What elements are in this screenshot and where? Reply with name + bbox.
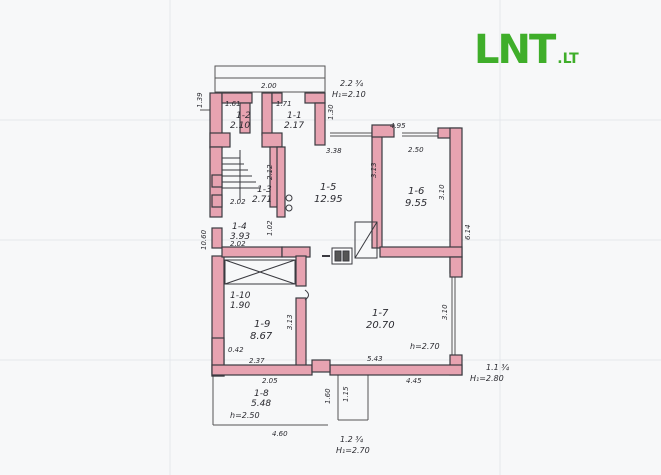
dimension-label: 2.02	[230, 198, 246, 206]
logo-suffix: .LT	[557, 51, 579, 67]
room-area-1-6: 9.55	[405, 198, 427, 209]
room-label-1-6: 1-6	[408, 186, 424, 197]
room-label-1-3: 1-3	[257, 185, 272, 195]
room-area-1-9: 8.67	[250, 331, 273, 342]
dimension-label: 1.71	[276, 100, 292, 108]
dimension-label: 3.13	[286, 314, 294, 330]
dimension-label: 10.60	[200, 229, 208, 250]
porch-label: 2.2 ¾	[340, 79, 363, 88]
dimension-label: 2.12	[266, 164, 274, 180]
dimension-label: 3.10	[438, 184, 446, 200]
fixtures	[222, 150, 378, 301]
ceiling-height: h=2.50	[230, 411, 260, 420]
dimension-label: 2.02	[230, 240, 246, 248]
dimension-label: 1.60	[324, 388, 332, 404]
porch-height: H₁=2.70	[336, 446, 370, 455]
dimension-label: 2.00	[261, 82, 277, 90]
room-label-1-7: 1-7	[372, 308, 389, 319]
room-label-1-8: 1-8	[254, 389, 269, 399]
dimension-label: 3.13	[370, 162, 378, 178]
dimension-label: 6.14	[464, 224, 472, 240]
room-area-1-7: 20.70	[366, 320, 395, 331]
dimension-label: 3.38	[326, 147, 342, 155]
room-area-1-1: 2.17	[284, 121, 304, 131]
dimension-label: 1.30	[327, 104, 335, 120]
room-label-1-10: 1-10	[230, 291, 251, 301]
room-label-1-2: 1-2	[236, 111, 251, 121]
room-labels: 1-2 2.10 1-1 2.17 1-3 2.71 1-4 3.93 1-5 …	[230, 111, 427, 409]
room-label-1-9: 1-9	[254, 319, 270, 330]
porch-height: H₁=2.10	[332, 90, 366, 99]
dimension-label: 2.05	[262, 377, 278, 385]
dimension-label: 0.42	[228, 346, 244, 354]
dimension-label: 1.39	[196, 92, 204, 108]
room-label-1-4: 1-4	[232, 222, 247, 232]
room-area-1-2: 2.10	[230, 121, 250, 131]
dimension-label: 3.10	[441, 304, 449, 320]
ceiling-height: h=2.70	[410, 342, 440, 351]
porch-height: H₁=2.80	[470, 374, 504, 383]
dimension-label: 1.02	[266, 220, 274, 236]
dimension-label: 2.37	[249, 357, 265, 365]
lnt-logo: LNT.LT	[474, 30, 579, 79]
dimension-label: 4.45	[406, 377, 422, 385]
dimension-label: 4.95	[390, 122, 406, 130]
frame-lines	[200, 65, 456, 426]
room-area-1-5: 12.95	[314, 194, 343, 205]
dimension-label: 1.61	[225, 100, 241, 108]
dimension-labels: 2.00 1.61 1.71 1.39 1.30 4.95 3.38 2.50 …	[196, 82, 472, 438]
porch-label: 1.1 ¾	[486, 363, 509, 372]
dimension-label: 1.15	[342, 386, 350, 402]
room-area-1-8: 5.48	[251, 399, 271, 409]
logo-brand: LNT	[474, 27, 556, 73]
dimension-label: 5.43	[367, 355, 383, 363]
porch-notes: 2.2 ¾ H₁=2.10 1.1 ¾ H₁=2.80 1.2 ¾ H₁=2.7…	[230, 79, 509, 455]
room-area-1-4: 3.93	[230, 232, 250, 242]
room-area-1-10: 1.90	[230, 301, 250, 311]
dimension-label: 2.50	[408, 146, 424, 154]
porch-label: 1.2 ¾	[340, 435, 363, 444]
room-area-1-3: 2.71	[252, 195, 272, 205]
room-label-1-1: 1-1	[287, 111, 302, 121]
dimension-label: 4.60	[272, 430, 288, 438]
walls	[209, 92, 463, 377]
room-label-1-5: 1-5	[320, 182, 336, 193]
